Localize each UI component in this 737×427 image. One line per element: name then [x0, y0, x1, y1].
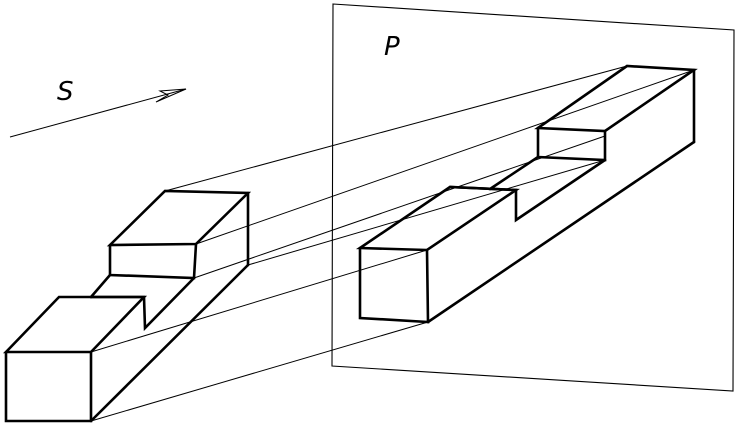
- original-object: [2, 189, 252, 423]
- projected-object: [355, 64, 698, 324]
- direction-arrow: [9, 88, 187, 138]
- plane-label: P: [384, 32, 400, 62]
- projection-plane-p: [331, 3, 735, 392]
- direction-label: S: [57, 77, 74, 107]
- projection-rays: [90, 65, 695, 422]
